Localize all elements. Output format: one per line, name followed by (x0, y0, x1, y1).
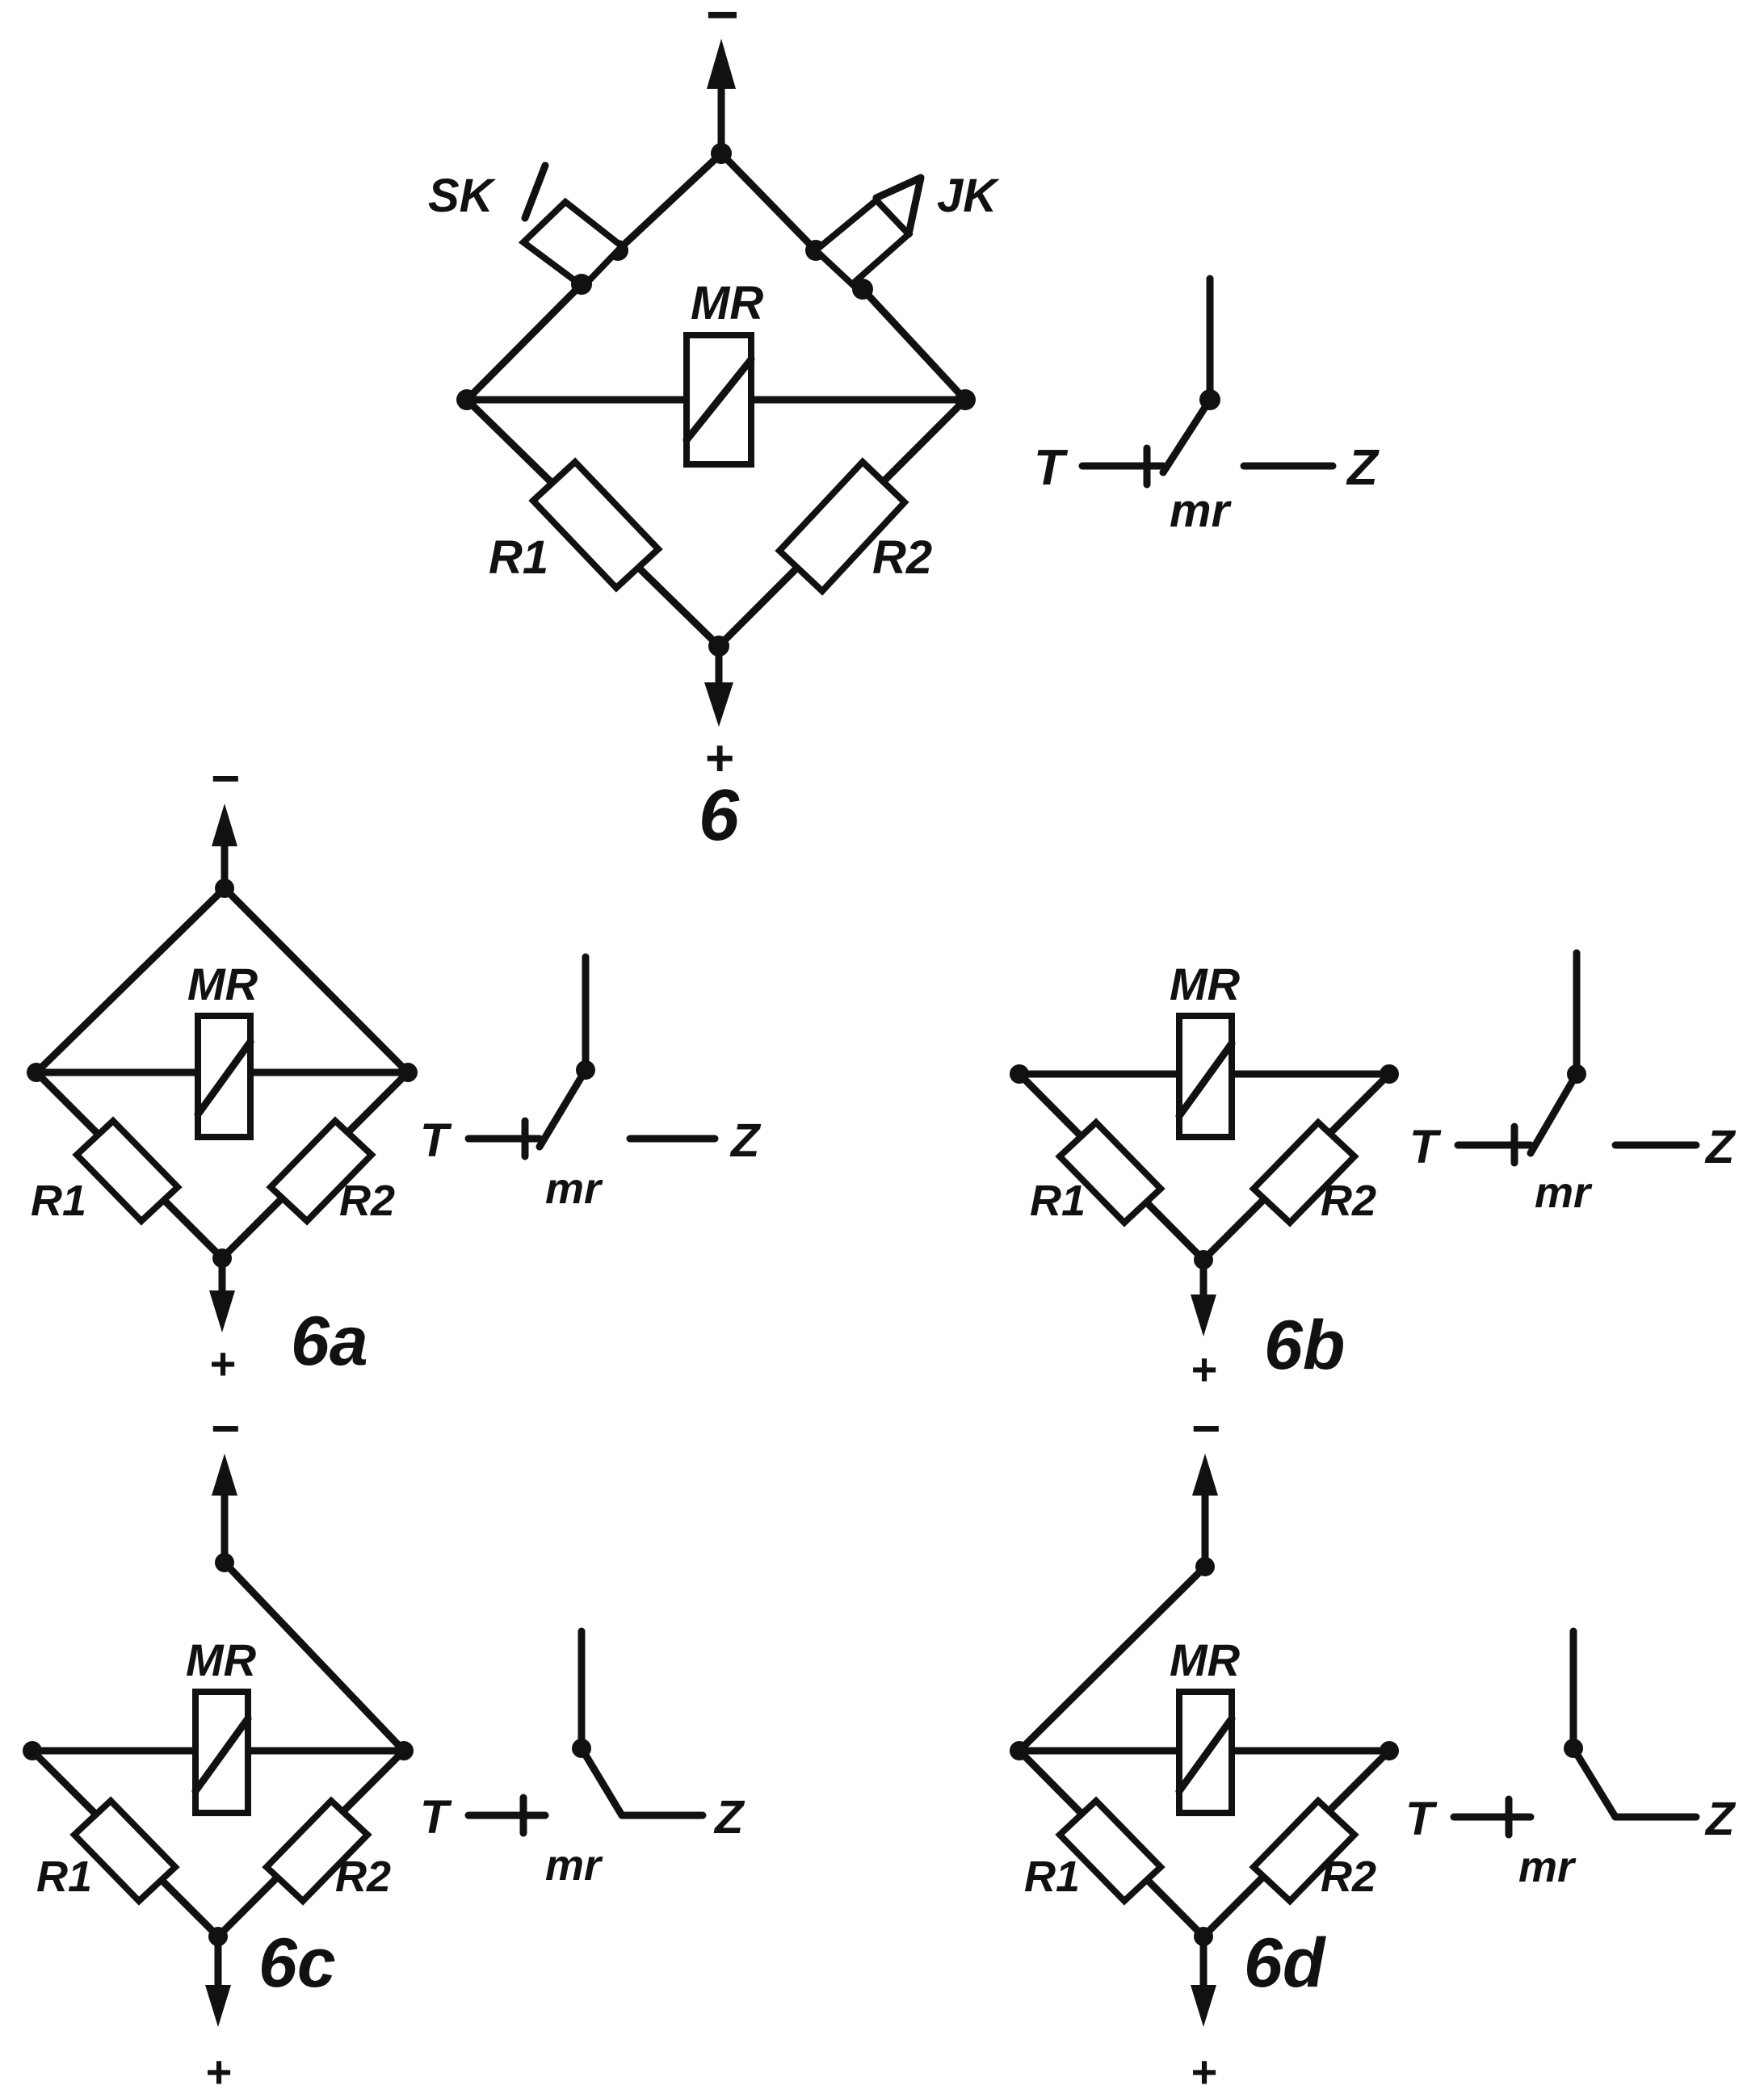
jk-contact (810, 195, 914, 289)
mr-contact-closed: T Z mr (1034, 275, 1380, 537)
r1-label: R1 (489, 531, 548, 584)
mr-coil (1176, 1689, 1235, 1816)
r2-label: R2 (335, 1853, 391, 1901)
r2-resistor (262, 1796, 372, 1906)
r2-label: R2 (339, 1177, 395, 1225)
figure-6b: MR R1 R2 + 6b T Z mr (1010, 949, 1737, 1395)
r1-label: R1 (1030, 1177, 1086, 1225)
mr-coil-label: MR (187, 959, 258, 1009)
r1-label: R1 (36, 1853, 92, 1901)
r1-label: R1 (1024, 1853, 1080, 1901)
z-label: Z (1346, 440, 1380, 496)
arrow-down-icon (205, 1985, 231, 2027)
figure-label-6c: 6c (258, 1924, 336, 2002)
plus-label: + (704, 731, 733, 787)
r2-resistor (775, 457, 909, 596)
arrow-down-icon (1191, 1985, 1216, 2027)
figure-6d: − MR R1 R2 + 6d T Z mr (1010, 1401, 1737, 2097)
plus-label: + (1191, 1344, 1217, 1395)
mr-coil-label: MR (691, 277, 763, 329)
mr-contact-label: mr (1518, 1843, 1577, 1891)
plus-label: + (1191, 2046, 1217, 2097)
sk-actuator (521, 162, 549, 222)
r1-resistor (528, 457, 663, 593)
mr-contact-closed: T Z mr (420, 953, 762, 1213)
r1-resistor (1055, 1796, 1166, 1906)
r2-resistor (1249, 1796, 1359, 1906)
figure-label-6d: 6d (1244, 1924, 1326, 2002)
figure-label-6b: 6b (1264, 1307, 1345, 1384)
minus-label: − (1191, 1401, 1220, 1457)
mr-coil-label: MR (1170, 959, 1241, 1009)
r2-resistor (1249, 1118, 1359, 1227)
t-label: T (1409, 1121, 1442, 1173)
mr-contact-label: mr (1535, 1169, 1593, 1217)
z-label: Z (729, 1114, 762, 1167)
plus-label: + (209, 1338, 236, 1389)
arrow-up-icon (212, 1454, 237, 1496)
t-label: T (1405, 1793, 1438, 1845)
r2-label: R2 (1321, 1177, 1376, 1225)
z-label: Z (1704, 1121, 1737, 1173)
plus-label: + (205, 2046, 232, 2097)
figure-label-6a: 6a (291, 1303, 368, 1380)
minus-label: − (210, 1401, 239, 1457)
z-label: Z (1704, 1793, 1737, 1845)
arrow-up-icon (707, 39, 736, 89)
arrow-down-icon (209, 1290, 235, 1332)
mr-contact-open: T Z mr (420, 1627, 746, 1890)
jk-actuator (872, 174, 925, 238)
r1-resistor (69, 1796, 180, 1906)
figure-6a: − MR R1 R2 + 6a T Z mr (27, 751, 762, 1389)
mr-coil (1176, 1013, 1235, 1140)
r2-label: R2 (1321, 1853, 1376, 1901)
t-label: T (1034, 440, 1069, 496)
z-label: Z (713, 1791, 746, 1844)
minus-label: − (210, 751, 239, 807)
sk-label: SK (428, 170, 497, 222)
r2-label: R2 (872, 531, 932, 584)
mr-contact-label: mr (1170, 485, 1233, 537)
arrow-down-icon (1191, 1294, 1216, 1336)
mr-contact-closed: T Z mr (1409, 949, 1737, 1217)
r2-resistor (266, 1116, 376, 1226)
mr-coil (192, 1689, 251, 1816)
mr-coil-label: MR (1170, 1634, 1241, 1685)
arrow-up-icon (1192, 1454, 1218, 1496)
figure-6-main: − SK JK MR R1 R2 (428, 0, 1380, 856)
minus-label: − (705, 0, 738, 46)
sk-contact (518, 197, 627, 292)
r1-resistor (1055, 1118, 1166, 1227)
t-label: T (420, 1114, 452, 1167)
arrow-up-icon (212, 804, 237, 846)
r1-resistor (72, 1116, 183, 1226)
figure-6c: − MR R1 R2 + 6c T Z mr (23, 1401, 746, 2097)
r1-label: R1 (31, 1177, 86, 1225)
figure-label-6: 6 (699, 775, 740, 856)
mr-contact-label: mr (545, 1164, 603, 1213)
mr-coil-label: MR (186, 1634, 257, 1685)
mr-contact-open: T Z mr (1405, 1627, 1737, 1891)
arrow-down-icon (704, 682, 733, 727)
t-label: T (420, 1791, 452, 1844)
mr-contact-label: mr (545, 1841, 603, 1890)
jk-label: JK (937, 170, 1000, 222)
